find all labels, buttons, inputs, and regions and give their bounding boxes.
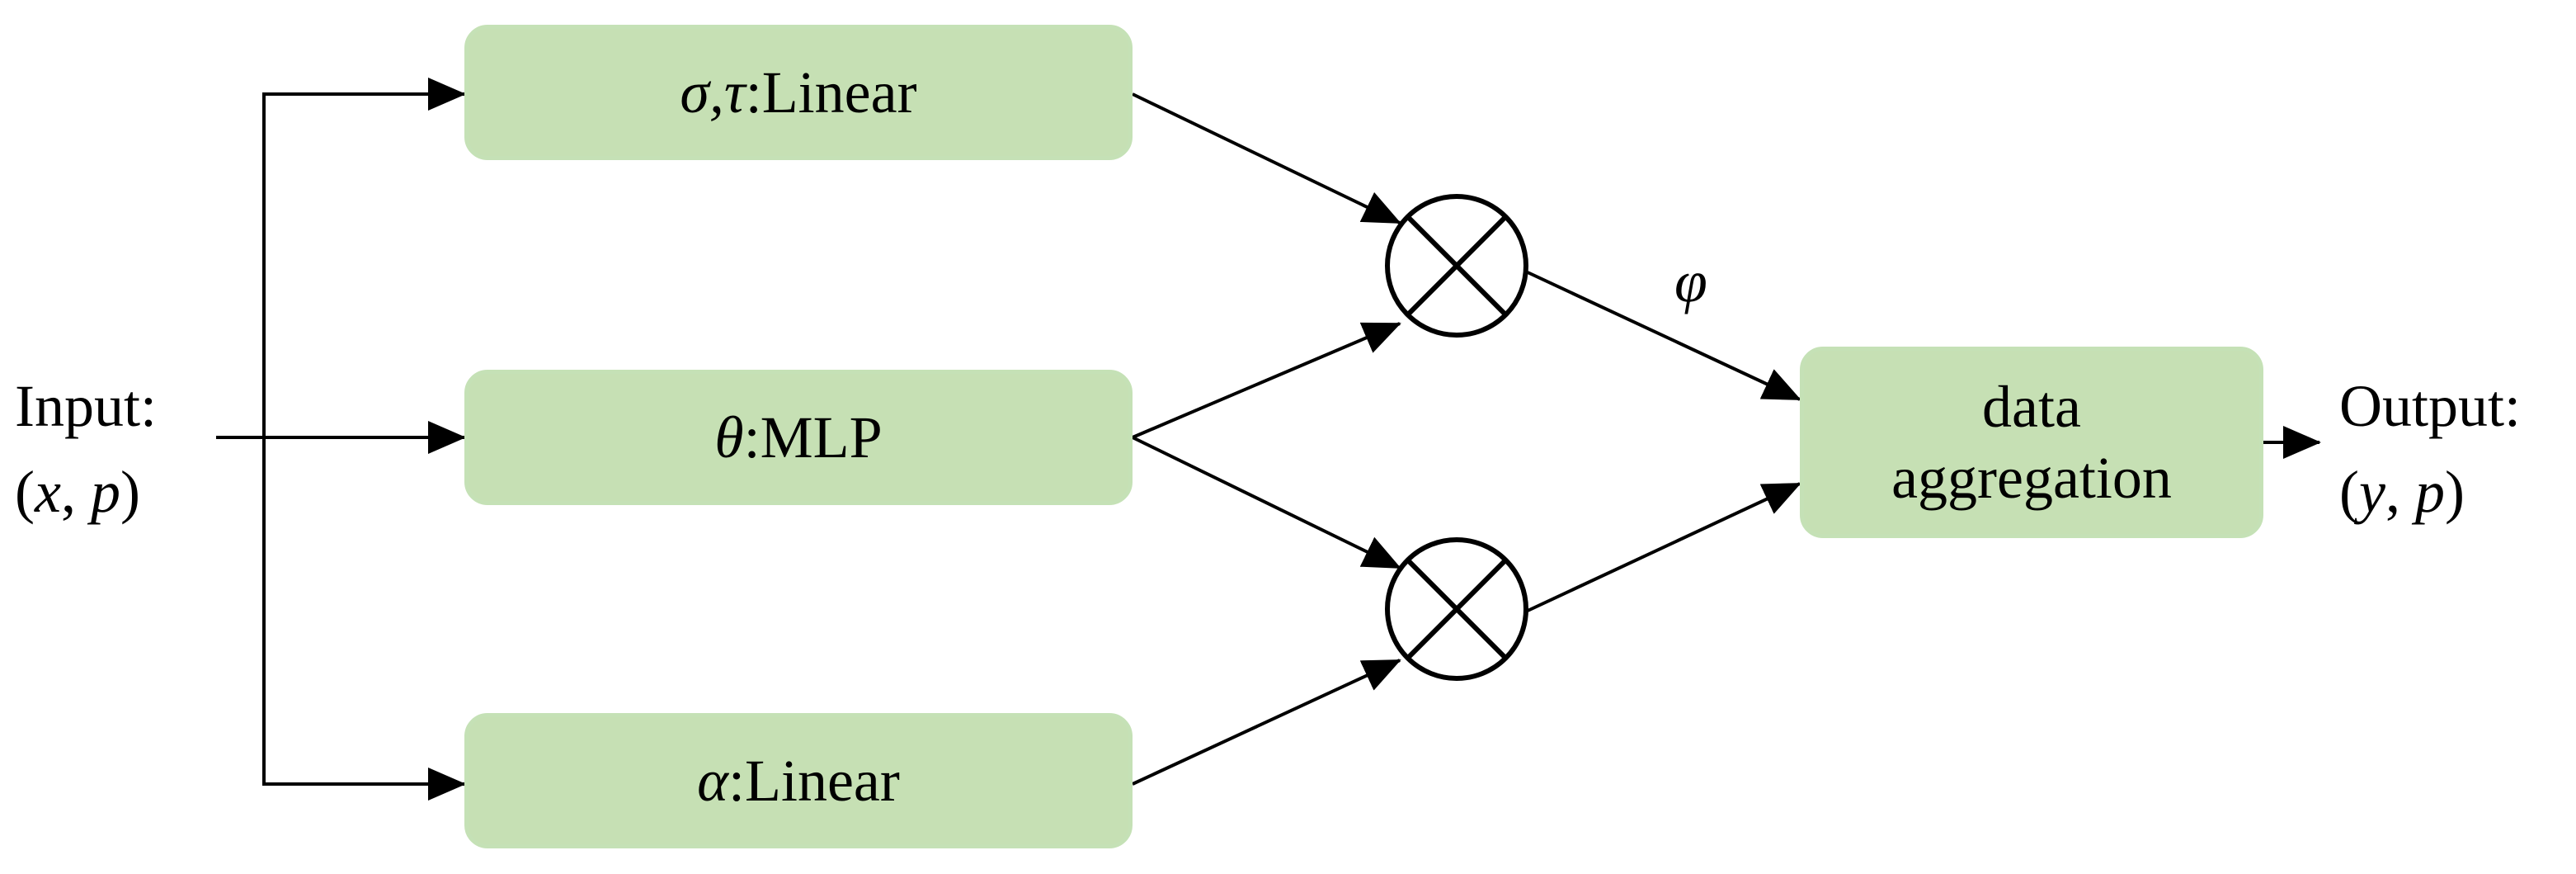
alpha-linear-box: α:Linear — [464, 713, 1133, 848]
sigma-tau-text: :Linear — [745, 59, 917, 125]
input-open-paren: ( — [15, 459, 35, 526]
input-separator: , — [60, 459, 91, 526]
output-p-symbol: p — [2414, 459, 2445, 526]
arrow-mult-top-to-aggregation — [1527, 271, 1801, 401]
aggregation-line-2: aggregation — [1891, 445, 2172, 511]
arrow-alpha-to-mult-bottom — [1132, 659, 1401, 786]
theta-mlp-label: θ:MLP — [714, 402, 882, 473]
input-p-symbol: p — [90, 459, 120, 526]
input-label-title: Input: — [15, 373, 157, 439]
theta-symbol: θ — [714, 404, 744, 470]
output-label-tuple: (y, p) — [2339, 449, 2521, 535]
output-separator: , — [2385, 459, 2415, 526]
output-close-paren: ) — [2444, 459, 2465, 526]
circled-times-icon — [1385, 194, 1528, 338]
theta-text: :MLP — [743, 404, 883, 470]
arrow-mult-bottom-to-aggregation — [1527, 482, 1801, 612]
aggregation-line-1: data — [1982, 373, 2081, 440]
alpha-linear-label: α:Linear — [697, 745, 900, 816]
output-label: Output: (y, p) — [2339, 363, 2521, 536]
data-aggregation-label: data aggregation — [1891, 371, 2172, 514]
sigma-tau-linear-box: σ,τ:Linear — [464, 25, 1133, 160]
sigma-tau-linear-label: σ,τ:Linear — [680, 57, 916, 128]
input-label: Input: (x, p) — [15, 363, 157, 536]
output-open-paren: ( — [2339, 459, 2359, 526]
data-aggregation-box: data aggregation — [1800, 347, 2263, 538]
circled-times-icon — [1385, 537, 1528, 681]
theta-mlp-box: θ:MLP — [464, 370, 1133, 505]
alpha-text: :Linear — [728, 747, 900, 814]
phi-edge-label: φ — [1674, 248, 1707, 314]
input-label-tuple: (x, p) — [15, 449, 157, 535]
output-y-symbol: y — [2358, 459, 2385, 526]
alpha-symbol: α — [697, 747, 728, 814]
sigma-tau-symbol: σ,τ — [680, 59, 746, 125]
arrow-sigma-to-mult-top — [1132, 92, 1401, 224]
arrow-theta-to-mult-top — [1132, 322, 1401, 439]
input-x-symbol: x — [34, 459, 61, 526]
arrow-theta-to-mult-bottom — [1132, 436, 1401, 569]
output-label-title: Output: — [2339, 373, 2522, 439]
input-close-paren: ) — [120, 459, 140, 526]
